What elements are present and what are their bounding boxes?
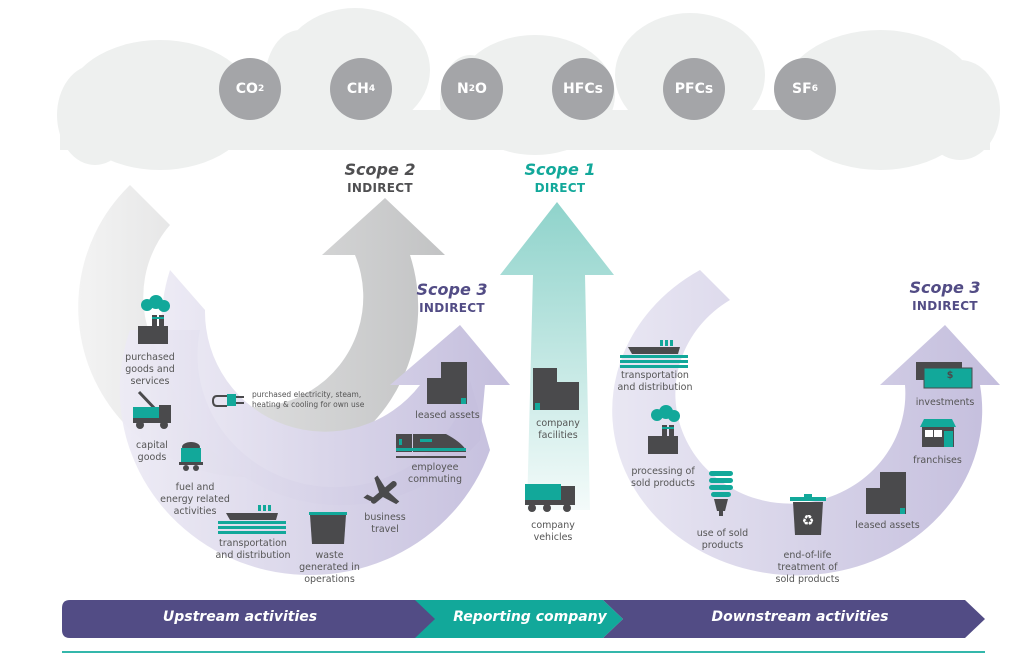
scope3-upstream-subtitle: INDIRECT [419,301,485,315]
scope1-item-label: company facilities [536,418,580,441]
lightbulb-icon [709,471,733,516]
reporting-company-label: Reporting company [453,609,607,625]
upstream-activities-label: Upstream activities [162,609,318,625]
scope1-subtitle: DIRECT [534,181,586,195]
money-icon [916,362,973,389]
building-icon [427,362,467,404]
upstream-item-label: purchased goods and services [125,352,175,387]
factory-icon [648,405,680,454]
scope3-upstream-title: Scope 3 [416,280,488,299]
money-symbol: $ [946,370,954,381]
building-icon [533,368,579,410]
upstream-item-label: business travel [364,512,406,535]
downstream-item-label: use of sold products [696,528,749,551]
upstream-item-label: waste generated in operations [299,550,360,585]
downstream-bar [603,600,985,638]
building-icon [866,472,906,514]
downstream-item-label: transportation and distribution [617,370,693,393]
clouds [57,8,1000,170]
airplane-icon [363,475,400,505]
scope1-heading: Scope 1 DIRECT [510,160,610,196]
scope3-downstream-subtitle: INDIRECT [912,299,978,313]
dumpster-icon [309,512,347,544]
scope1-item-label: company vehicles [531,520,575,543]
downstream-activities-label: Downstream activities [711,609,889,625]
scope3-downstream-heading: Scope 3 INDIRECT [895,278,995,314]
svg-text:♻: ♻ [802,513,815,529]
scope3-downstream-title: Scope 3 [909,278,981,297]
upstream-item-label: leased assets [415,410,480,421]
upstream-item-label: capital goods [136,440,168,463]
upstream-item-label: employee commuting [408,462,462,485]
downstream-item-label: leased assets [855,520,920,531]
upstream-item-label: transportation and distribution [215,538,291,561]
train-icon [396,434,466,458]
ship-icon [218,505,286,534]
scope2-heading: Scope 2 INDIRECT [330,160,430,196]
recycle-bin-icon: ♻ [790,494,826,535]
gas-hfcs: HFCs [552,58,614,120]
crane-truck-icon [133,390,171,429]
ship-icon [620,340,688,368]
downstream-item-label: investments [915,397,975,408]
scope2-subtitle: INDIRECT [347,181,413,195]
factory-icon [138,295,170,344]
reporting-bar [415,600,623,638]
downstream-item-label: processing of sold products [631,466,695,489]
upstream-item-label: fuel and energy related activities [160,482,230,517]
scope1-title: Scope 1 [524,160,596,179]
gas-pfcs: PFCs [663,58,725,120]
scope2-item-label: purchased electricity, steam, heating & … [252,390,365,409]
scope1-arrow [500,202,614,510]
upstream-bar [62,600,450,638]
downstream-item-label: end-of-life treatment of sold products [775,550,840,585]
storefront-icon [920,419,956,447]
scope3-upstream-heading: Scope 3 INDIRECT [402,280,502,316]
coal-cart-icon [179,442,203,471]
truck-icon [525,484,575,512]
scope2-title: Scope 2 [344,160,416,179]
downstream-item-label: franchises [913,455,962,466]
plug-icon [211,394,244,407]
